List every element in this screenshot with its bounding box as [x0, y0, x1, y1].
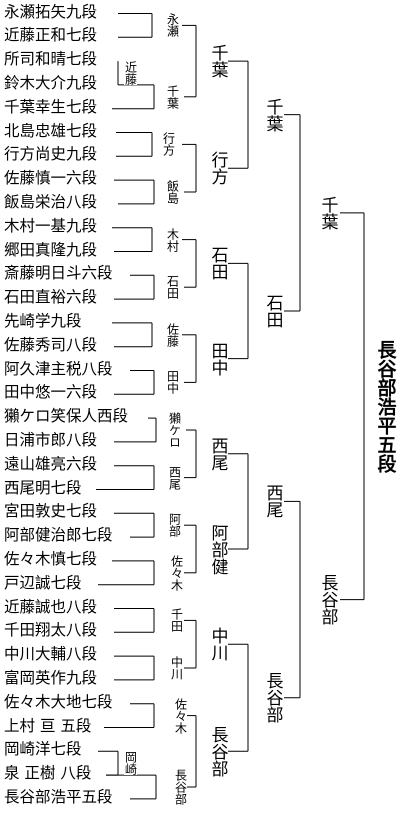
- player-name: 石田直裕六段: [4, 288, 98, 307]
- round1-winner-label: 千田: [169, 608, 184, 633]
- round3-winner-label: 千葉: [262, 97, 283, 132]
- round2-winner-label: 千葉: [207, 44, 228, 79]
- player-name: 宮田敦史七段: [4, 502, 98, 521]
- round3-winner-label: 長谷部: [262, 672, 283, 724]
- player-name: 上村 亘 五段: [4, 716, 92, 735]
- round3-winner-label: 西尾: [262, 484, 283, 519]
- round1-winner-label: 千葉: [165, 84, 180, 109]
- player-name: 阿久津主税八段: [4, 359, 113, 378]
- round1-winner-label: 中川: [169, 656, 184, 680]
- player-name: 飯島栄治八段: [4, 192, 98, 211]
- round2-winner-label: 西尾: [207, 436, 228, 471]
- round1-winner-label: 佐々木: [173, 697, 188, 734]
- round1-winner-label: 近藤: [123, 61, 138, 85]
- player-name: 富岡英作九段: [4, 668, 98, 687]
- player-name: 佐々木大地七段: [4, 692, 113, 711]
- round2-winner-label: 中川: [207, 627, 228, 662]
- player-name: 近藤正和七段: [4, 26, 98, 45]
- player-name: 日浦市郎八段: [4, 430, 98, 449]
- player-name: 鈴木大介九段: [4, 73, 98, 92]
- player-name: 泉 正樹 八段: [4, 764, 92, 783]
- player-name: 佐々木慎七段: [4, 549, 98, 568]
- player-name: 千葉幸生七段: [4, 97, 98, 116]
- round1-winner-label: 西尾: [167, 465, 182, 490]
- player-name: 木村一基九段: [4, 216, 98, 235]
- round1-winner-label: 田中: [165, 370, 180, 395]
- player-name: 永瀬拓矢九段: [4, 2, 98, 21]
- round4-winner-label: 千葉: [317, 195, 338, 230]
- round1-winner-label: 佐々木: [169, 554, 184, 591]
- player-name: 西尾明七段: [4, 478, 82, 497]
- round1-winner-label: 阿部: [167, 513, 182, 538]
- player-name: 北島忠雄七段: [4, 121, 98, 140]
- round1-winner-label: 岡崎: [123, 751, 138, 776]
- player-name: 獺ケロ笑保人西段: [4, 407, 129, 426]
- champion-label: 長谷部浩平五段: [374, 339, 397, 473]
- player-name: 阿部健治郎七段: [4, 526, 113, 545]
- round1-winner-label: 永瀬: [165, 13, 180, 38]
- round3-winner-label: 石田: [262, 294, 283, 328]
- round1-winner-label: 飯島: [165, 180, 180, 204]
- player-name: 近藤誠也八段: [4, 597, 98, 616]
- round1-winner-label: 長谷部: [173, 769, 188, 805]
- player-name: 長谷部浩平五段: [4, 787, 113, 806]
- player-name: 斎藤明日斗六段: [4, 264, 113, 283]
- round2-winner-label: 阿部健: [207, 523, 228, 575]
- player-name: 千田翔太八段: [4, 621, 98, 640]
- player-name: 郷田真隆九段: [4, 240, 98, 259]
- round1-winner-label: 獺ケロ: [167, 412, 182, 448]
- round1-winner-label: 行方: [161, 132, 176, 157]
- player-name: 先崎学九段: [4, 311, 82, 330]
- round2-winner-label: 行方: [207, 151, 228, 186]
- round1-winner-label: 佐藤: [165, 322, 180, 347]
- player-name: 田中悠一六段: [4, 383, 98, 402]
- player-name: 戸辺誠七段: [4, 573, 82, 592]
- round2-winner-label: 長谷部: [207, 725, 228, 777]
- player-name: 所司和晴七段: [4, 50, 98, 69]
- round2-winner-label: 田中: [207, 341, 228, 376]
- round1-winner-label: 木村: [165, 227, 180, 252]
- player-name: 佐藤慎一六段: [4, 169, 98, 188]
- round2-winner-label: 石田: [207, 246, 228, 281]
- player-name: 岡崎洋七段: [4, 740, 82, 759]
- player-name: 行方尚史九段: [4, 145, 98, 164]
- round1-winner-label: 石田: [165, 275, 180, 300]
- player-name: 中川大輔八段: [4, 645, 98, 664]
- player-name: 佐藤秀司八段: [4, 335, 98, 354]
- player-name: 遠山雄亮六段: [4, 454, 98, 473]
- round4-winner-label: 長谷部: [317, 574, 338, 626]
